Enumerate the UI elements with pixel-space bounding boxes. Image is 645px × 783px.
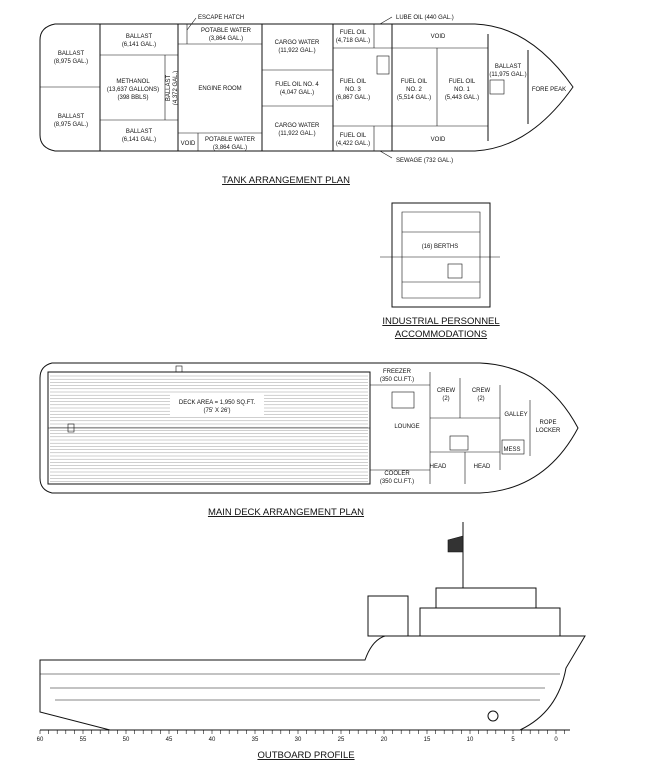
main-deck-plan: DECK AREA = 1,950 SQ.FT.(75' X 26') FREE… [39,362,579,518]
leader-line [379,16,393,25]
deck-area-label-bg [170,393,264,417]
leader-line [186,17,197,31]
potable-water-top-label: POTABLE WATER(3,864 GAL.) [201,28,252,42]
lounge-seating [391,391,415,409]
sewage-label: SEWAGE (732 GAL.) [396,158,453,164]
fuel-oil-bottom-label: FUEL OIL(4,422 GAL.) [336,133,370,147]
tank-plan-title: TANK ARRANGEMENT PLAN [222,175,350,186]
tank-plan-hull-outline [39,23,574,152]
fore-peak-label: FORE PEAK [532,87,566,93]
void-fwd-top-label: VOID [431,34,446,40]
head-left-label: HEAD [430,464,447,470]
fuel-oil-top-label: FUEL OIL(4,718 GAL.) [336,30,370,44]
accommodations-title-line2: ACCOMMODATIONS [395,329,487,340]
scale-label: 60 [37,737,44,743]
stair [449,435,469,451]
void-aft-label: VOID [181,141,196,147]
stair [447,263,463,279]
ballast-aft-top-label: BALLAST(8,975 GAL.) [54,51,88,65]
cargo-water-bottom-label: CARGO WATER(11,922 GAL.) [275,123,320,137]
accommodations-inner-outline [401,211,481,299]
deck-grating [50,375,368,482]
berths-label: (16) BERTHS [422,244,459,250]
potable-water-bottom-label: POTABLE WATER(3,864 GAL.) [205,137,256,151]
lounge-label: LOUNGE [394,424,419,430]
cooler-label: COOLER(350 CU.FT.) [380,471,414,485]
flag [447,535,464,553]
accommodations-plan: (16) BERTHS INDUSTRIAL PERSONNEL ACCOMMO… [380,202,500,340]
deck-area-label: DECK AREA = 1,950 SQ.FT.(75' X 26') [179,400,256,414]
head-right-label: HEAD [474,464,491,470]
scale-ticks [39,730,565,734]
main-deck-title: MAIN DECK ARRANGEMENT PLAN [208,507,364,518]
escape-hatch-label: ESCAPE HATCH [198,15,244,21]
scale-label: 40 [209,737,216,743]
methanol-label: METHANOL(13,637 GALLONS)(398 BBLS) [107,79,159,101]
galley-label: GALLEY [504,412,527,418]
ladder-trunk [376,55,390,75]
tank-arrangement-plan: ESCAPE HATCH LUBE OIL (440 GAL.) SEWAGE … [39,15,574,186]
scale-label: 30 [295,737,302,743]
freezer-label: FREEZER(350 CU.FT.) [380,369,414,383]
mess-label: MESS [503,447,520,453]
accommodations-title-line1: INDUSTRIAL PERSONNEL [382,316,499,327]
scale-label: 5 [511,737,515,743]
void-fwd-bottom-label: VOID [431,137,446,143]
main-deck-hull-outline [39,362,579,494]
scale-label: 55 [80,737,87,743]
hull-profile [39,635,586,731]
scale-label: 20 [381,737,388,743]
accommodations-outline [391,202,491,308]
bow-thruster-icon [487,710,499,722]
leader-line [379,150,393,159]
scale-label: 15 [424,737,431,743]
fwd-hatch [489,79,505,95]
ballast-bottom-label: BALLAST(6,141 GAL.) [122,129,156,143]
scale-label: 45 [166,737,173,743]
scale-label: 10 [467,737,474,743]
engine-room-label: ENGINE ROOM [198,86,241,92]
cargo-water-top-label: CARGO WATER(11,922 GAL.) [275,40,320,54]
ballast-fwd-label: BALLAST(11,975 GAL.) [489,64,526,78]
deck-fitting [175,365,183,373]
fuel-oil-4-label: FUEL OIL NO. 4(4,047 GAL.) [275,82,319,96]
ballast-vertical-label: BALLAST(4,372 GAL.) [166,71,179,105]
ballast-top-label: BALLAST(6,141 GAL.) [122,34,156,48]
outboard-profile-title: OUTBOARD PROFILE [257,750,354,761]
lube-oil-label: LUBE OIL (440 GAL.) [396,15,454,21]
crew-left-label: CREW(2) [437,388,456,402]
mess-table [501,439,525,455]
scale-label: 25 [338,737,345,743]
scale-label: 50 [123,737,130,743]
outboard-profile: 60 55 50 45 40 35 30 25 20 15 10 5 0 OUT… [37,522,586,761]
scale-label: 35 [252,737,259,743]
deck-fitting [67,423,75,433]
wheelhouse [435,587,537,609]
ballast-aft-bottom-label: BALLAST(8,975 GAL.) [54,114,88,128]
scale-label: 0 [554,737,558,743]
forward-mast-structure [367,595,409,637]
deckhouse [419,607,561,637]
crew-right-label: CREW(2) [472,388,491,402]
